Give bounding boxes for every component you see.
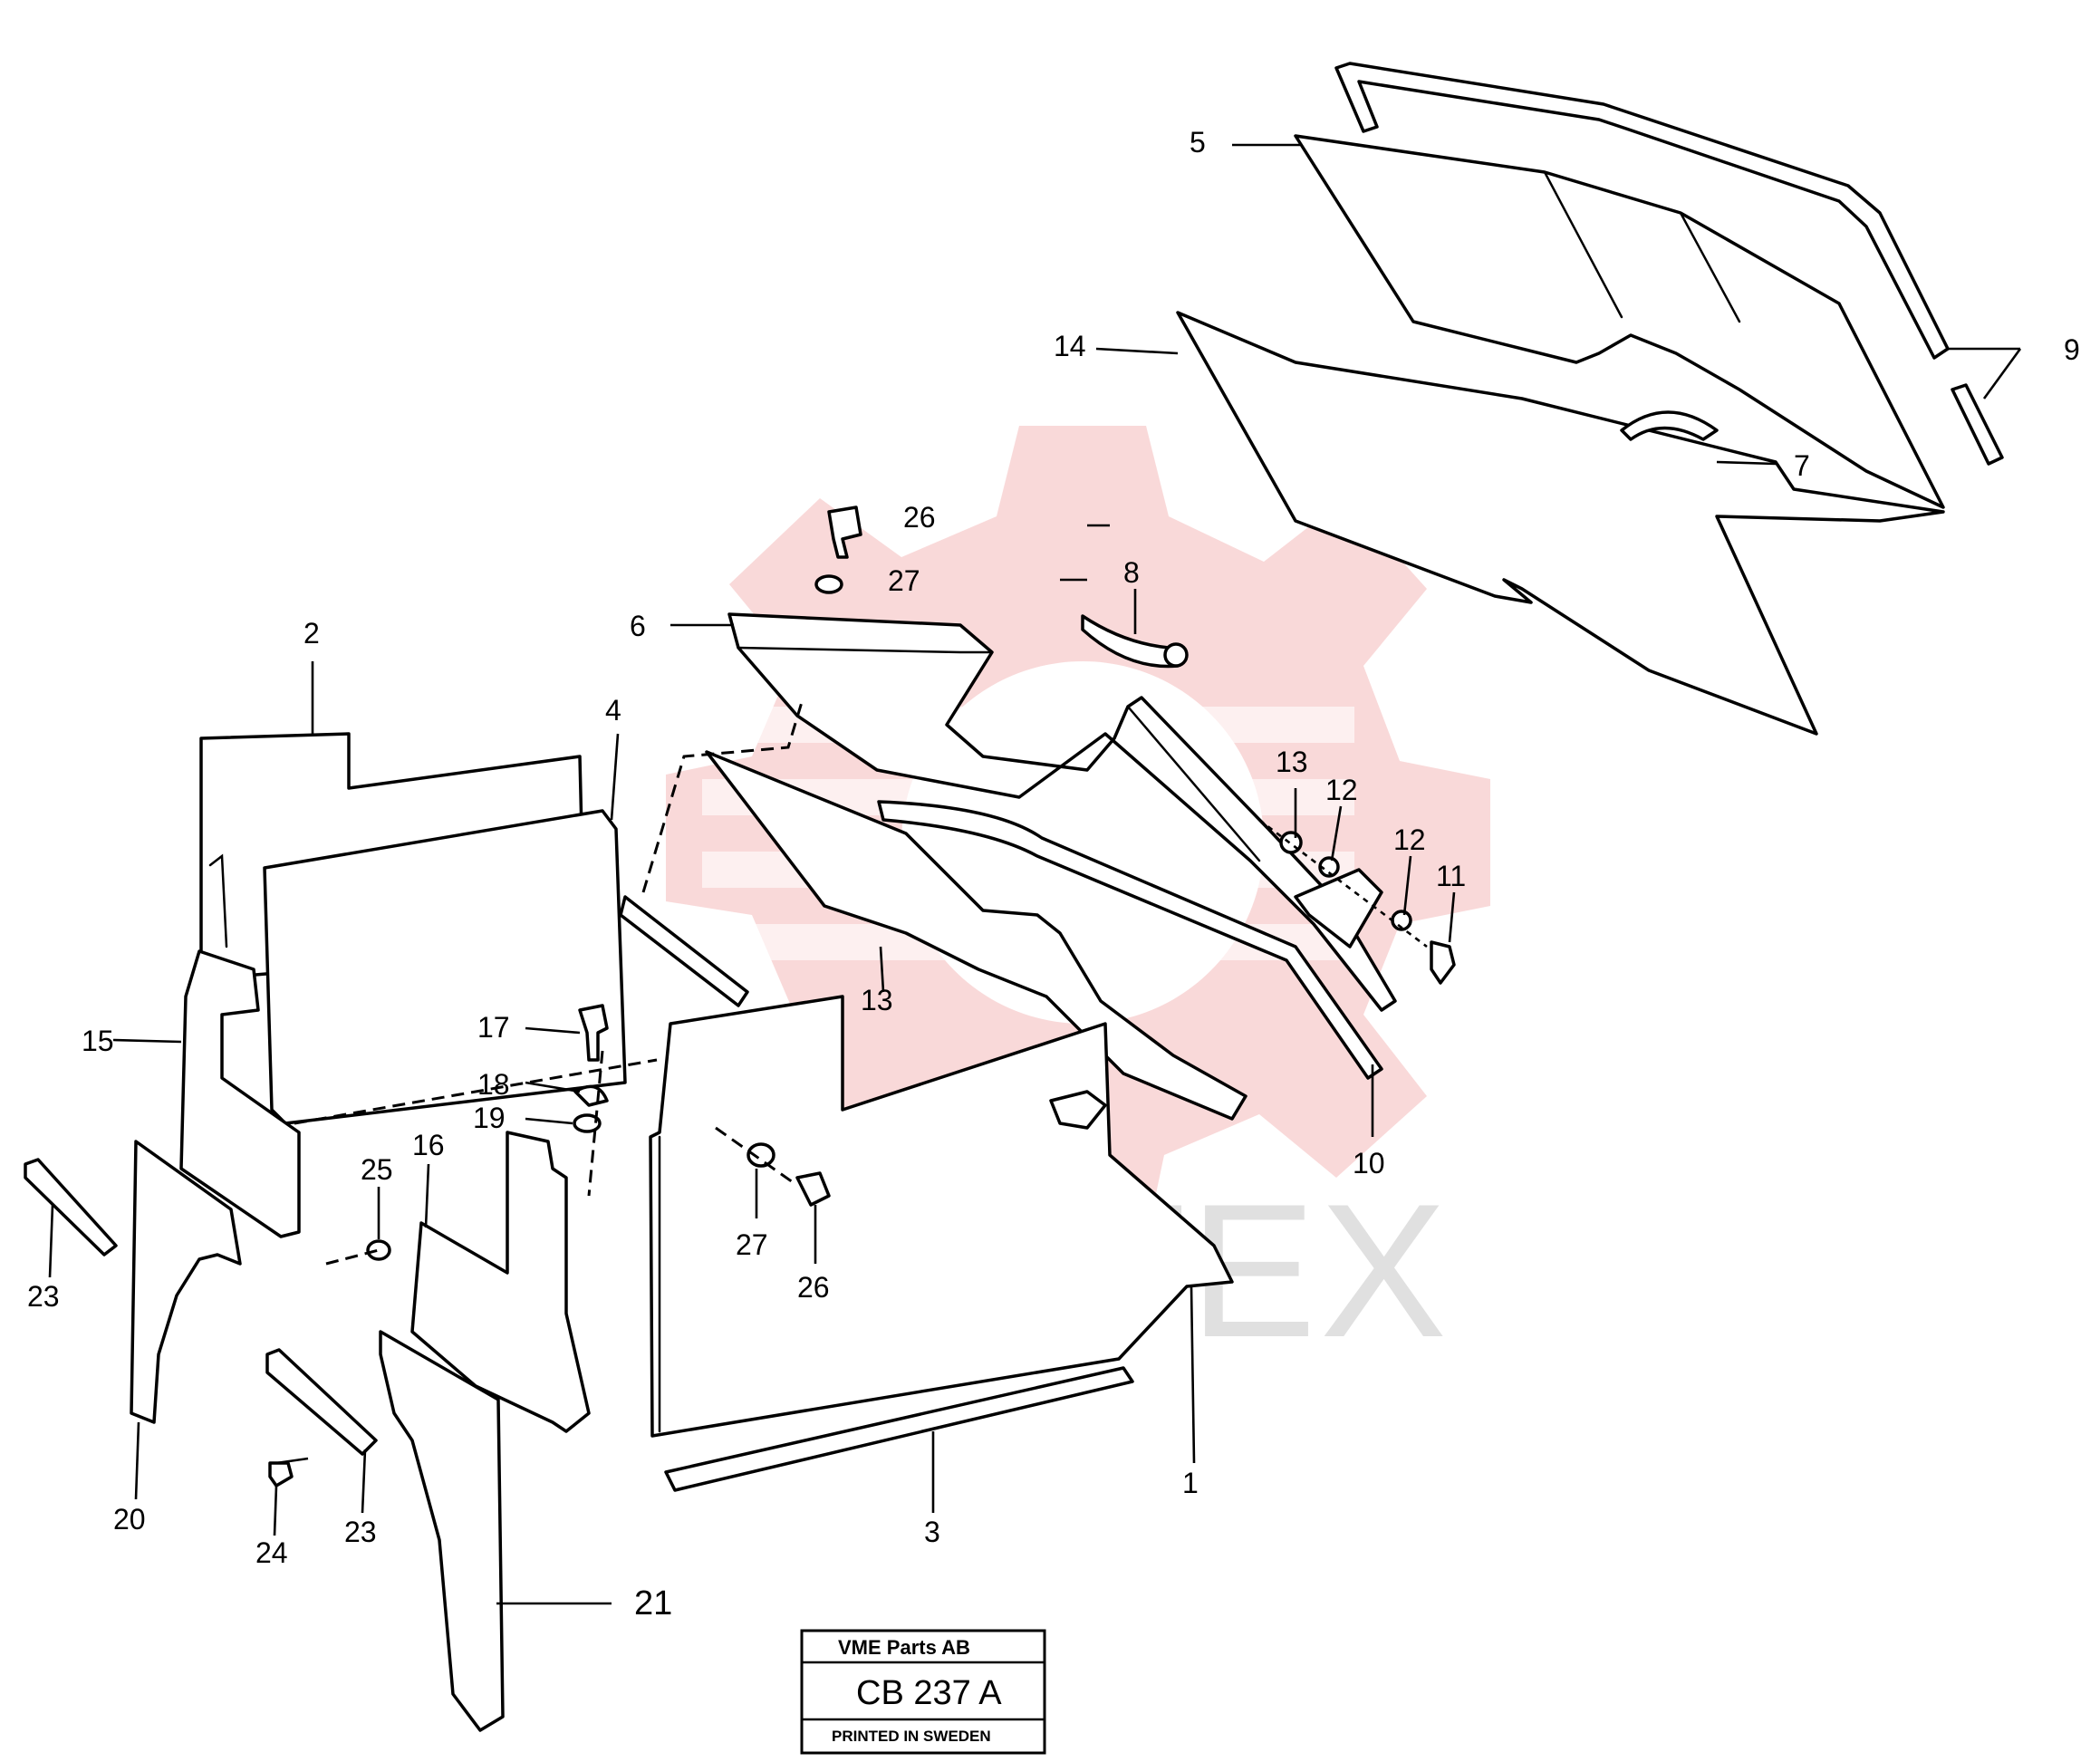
part-11-wing-bolt — [1430, 940, 1456, 985]
callout-10: 10 — [1353, 1147, 1385, 1179]
part-23-strip-lower — [265, 1348, 378, 1456]
part-23-strip-left — [24, 1158, 118, 1257]
callout-6: 6 — [630, 610, 646, 642]
callout-17: 16 — [412, 1129, 445, 1161]
part-27-washer-mid — [747, 1142, 775, 1168]
part-14-bracket — [705, 750, 1247, 1121]
callout-9: 9 — [2064, 333, 2080, 366]
part-20-washer — [573, 1113, 602, 1133]
assembly-lines — [294, 701, 804, 1266]
callout-20: 19 — [473, 1102, 506, 1134]
callout-3: 3 — [924, 1516, 940, 1548]
callout-21: 20 — [113, 1503, 146, 1536]
callout-26-mid: 26 — [797, 1271, 830, 1304]
latch-plate — [1294, 868, 1383, 948]
part-5-upper-panel — [1294, 134, 1945, 509]
callout-11: 11 — [1436, 860, 1466, 892]
callout-27-top: 27 — [888, 564, 920, 597]
callout-12-a: 12 — [1325, 774, 1358, 806]
part-26-bolt-mid — [795, 1171, 831, 1207]
part-9-frame — [1334, 62, 2004, 466]
callout-23-lower: 23 — [344, 1516, 377, 1548]
part-22-plate — [379, 1330, 505, 1732]
part-27-washer-top — [814, 574, 843, 594]
part-25-nut — [366, 1239, 391, 1261]
callout-15: 14 — [1054, 330, 1086, 362]
part-18-bolt — [578, 1004, 609, 1062]
stamp-printed: PRINTED IN SWEDEN — [832, 1728, 991, 1745]
callout-14: 13 — [861, 984, 893, 1016]
callout-13: 13 — [1276, 746, 1308, 778]
part-24-bolt — [268, 1461, 294, 1488]
part-21-plate — [130, 1140, 242, 1424]
callout-23-left: 23 — [27, 1280, 60, 1313]
callout-16: 15 — [82, 1025, 114, 1057]
part-7-arc-seal — [1620, 410, 1719, 441]
part-26-bolt-top — [827, 505, 862, 559]
callout-18: 17 — [477, 1011, 510, 1044]
callout-2: 2 — [303, 617, 320, 650]
callout-1: 1 — [1182, 1467, 1199, 1499]
leader-lines — [48, 143, 2022, 1605]
callout-24: 24 — [255, 1536, 288, 1569]
hardware-latch — [1258, 818, 1456, 985]
part-3-tube — [664, 1366, 1134, 1492]
part-8-handle — [1081, 614, 1189, 669]
stamp-company: VME Parts AB — [838, 1636, 970, 1659]
part-1-front-panel — [649, 995, 1234, 1438]
callout-12-b: 12 — [1393, 823, 1426, 856]
callout-7: 7 — [1794, 449, 1810, 482]
part-10-strip — [877, 800, 1383, 1080]
stamp-code: CB 237 A — [856, 1674, 1002, 1712]
callout-labels: 5 14 9 7 8 26 27 6 13 12 12 11 2 4 13 10… — [27, 126, 2080, 1622]
title-stamp: VME Parts AB CB 237 A PRINTED IN SWEDEN — [800, 1629, 1046, 1755]
callout-5: 5 — [1190, 126, 1206, 159]
callout-26-top: 26 — [903, 501, 936, 534]
callout-19: 18 — [477, 1068, 510, 1101]
callout-4: 4 — [605, 694, 621, 727]
part-4-panel — [263, 809, 749, 1125]
callout-22: 21 — [634, 1584, 672, 1622]
callout-8: 8 — [1123, 556, 1140, 589]
fasteners — [268, 505, 862, 1488]
callout-27-mid: 27 — [736, 1228, 768, 1261]
callout-25: 25 — [361, 1153, 393, 1186]
part-19-clip — [573, 1084, 609, 1107]
part-16-bracket — [179, 949, 301, 1238]
